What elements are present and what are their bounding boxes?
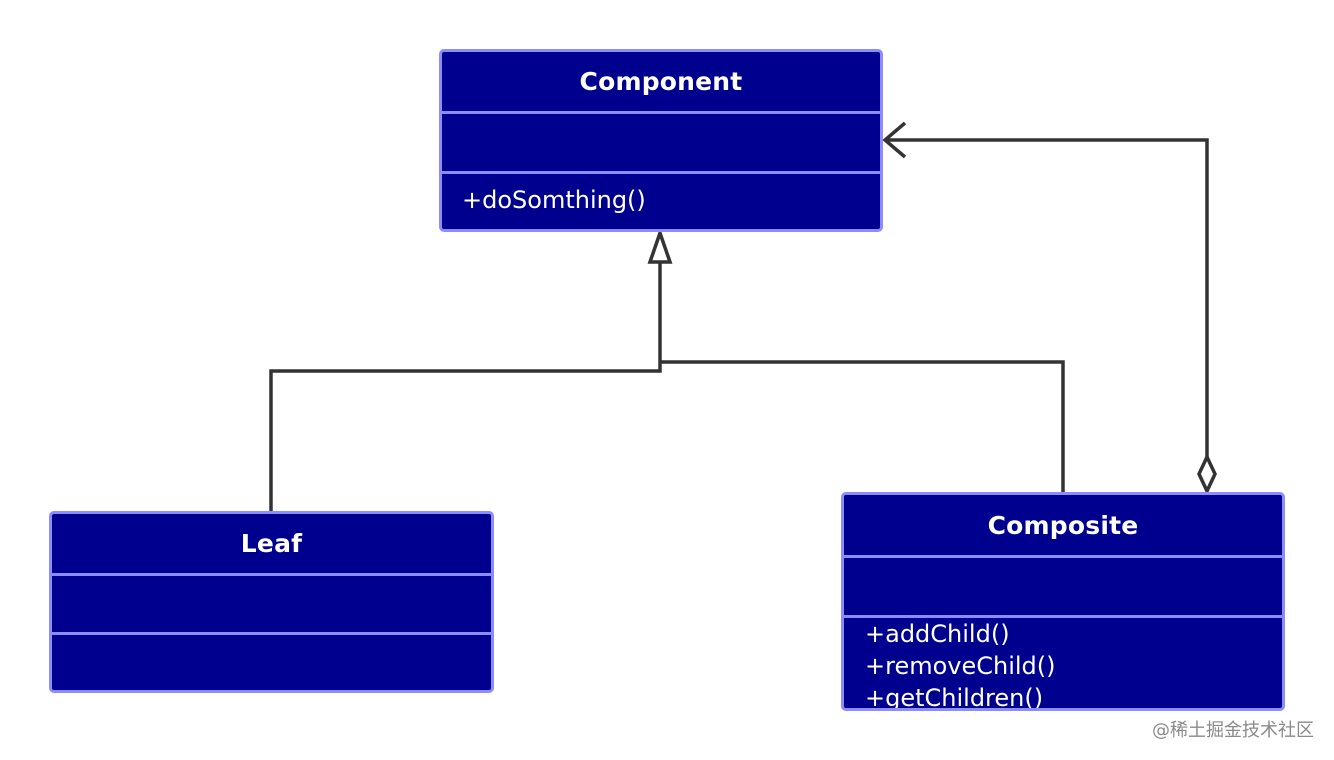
generalization-arrowhead [647, 227, 673, 264]
method: +getChildren() [865, 684, 1044, 711]
aggregation-arrowhead [882, 121, 907, 159]
method: +addChild() [865, 620, 1010, 648]
methods-compartment: +doSomthing() [442, 174, 880, 229]
method: +doSomthing() [462, 186, 646, 214]
attributes-compartment [52, 576, 491, 635]
method: +removeChild() [865, 652, 1056, 680]
attributes-compartment [844, 558, 1282, 618]
composite-generalization-line [660, 360, 1065, 492]
class-leaf[interactable]: Leaf [49, 511, 494, 693]
watermark: @稀土掘金技术社区 [1152, 720, 1314, 741]
aggregation-line [885, 138, 1209, 457]
class-name: Component [442, 52, 880, 114]
class-component[interactable]: Component +doSomthing() [439, 49, 883, 232]
class-composite[interactable]: Composite +addChild() +removeChild() +ge… [841, 492, 1285, 711]
class-name: Leaf [52, 514, 491, 576]
leaf-generalization-line [269, 262, 662, 511]
attributes-compartment [442, 114, 880, 174]
methods-compartment [52, 635, 491, 690]
class-name: Composite [844, 495, 1282, 558]
methods-compartment: +addChild() +removeChild() +getChildren(… [844, 618, 1282, 708]
aggregation-diamond [1197, 452, 1217, 496]
